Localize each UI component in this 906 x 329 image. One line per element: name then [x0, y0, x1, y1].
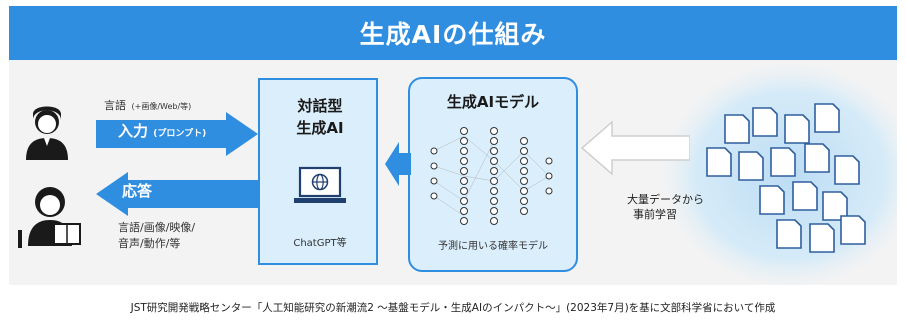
training-data-cloud — [665, 65, 897, 285]
response-note-line2: 音声/動作/等 — [118, 237, 181, 250]
neural-network-icon — [430, 127, 553, 225]
response-arrow — [96, 172, 258, 216]
source-footer: JST研究開発戦略センター「人工知能研究の新潮流2 ～基盤モデル・生成AIのイン… — [130, 302, 776, 314]
chat-subtitle: ChatGPT等 — [293, 238, 347, 249]
response-note: 言語/画像/映像/ 音声/動作/等 — [118, 220, 195, 252]
title-text: 生成AIの仕組み — [359, 20, 547, 49]
document-icons — [706, 103, 866, 253]
generative-ai-model-box: 生成AIモデル — [408, 77, 578, 272]
user-requester-icon — [26, 106, 68, 160]
pretraining-label-line1: 大量データから — [627, 193, 704, 206]
input-note-main: 言語 — [104, 99, 126, 112]
response-note-line1: 言語/画像/映像/ — [118, 221, 196, 234]
pretrain-arrow — [580, 120, 690, 176]
input-label: 入力 (プロンプト) — [118, 120, 206, 141]
input-label-sub: (プロンプト) — [153, 129, 207, 139]
input-label-main: 入力 — [118, 122, 149, 140]
chat-title-line2: 生成AI — [296, 119, 344, 137]
input-note-sub: (+画像/Web/等) — [131, 102, 192, 111]
input-note: 言語 (+画像/Web/等) — [104, 97, 191, 113]
page-title: 生成AIの仕組み — [9, 6, 897, 60]
pretraining-label: 大量データから 事前学習 — [627, 192, 737, 222]
user-reader-icon — [18, 187, 81, 248]
model-to-chat-arrow — [385, 142, 411, 186]
input-arrow — [96, 112, 258, 156]
response-label: 応答 — [122, 182, 153, 200]
interactive-ai-box: 対話型 生成AI ChatGPT等 — [258, 78, 378, 265]
model-subtitle: 予測に用いる確率モデル — [438, 241, 548, 252]
chat-title-line1: 対話型 — [297, 97, 343, 115]
laptop-globe-icon — [294, 166, 346, 203]
pretraining-label-line2: 事前学習 — [633, 208, 677, 221]
model-title: 生成AIモデル — [446, 93, 540, 111]
